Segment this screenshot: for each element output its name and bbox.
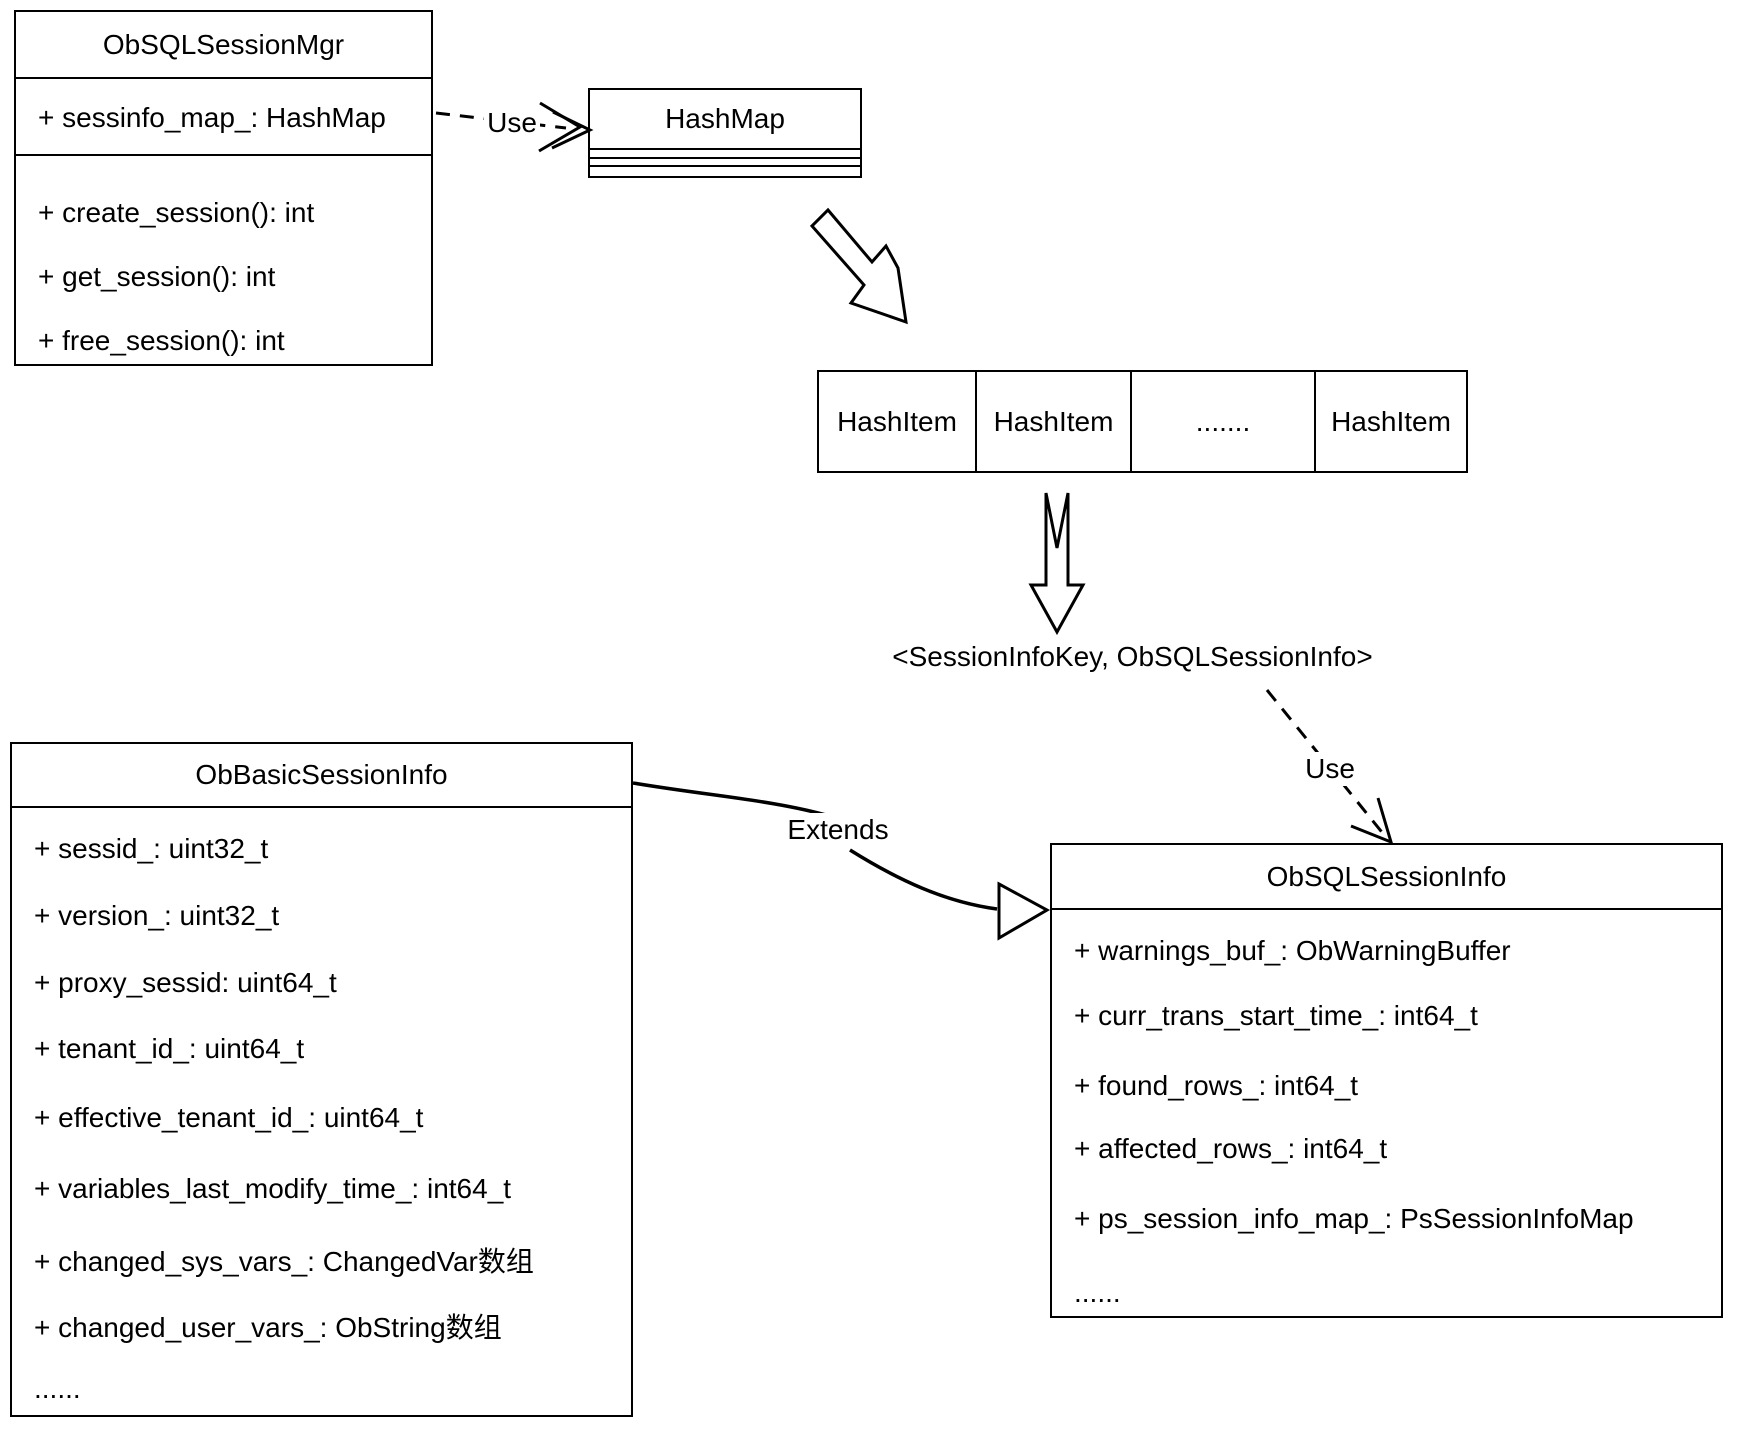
attribute-row: + sessinfo_map_: HashMap bbox=[38, 102, 386, 133]
attribute-ellipsis-row: ...... bbox=[34, 1373, 81, 1404]
attribute-row: + effective_tenant_id_: uint64_t bbox=[34, 1102, 424, 1133]
hashitem-ellipsis-cell: ....... bbox=[1130, 372, 1314, 471]
use-arrowhead-outer bbox=[538, 101, 583, 153]
class-title-obsqlsessionmgr: ObSQLSessionMgr bbox=[16, 12, 431, 79]
attributes-section-obbasicsessioninfo: + sessid_: uint32_t + version_: uint32_t… bbox=[12, 808, 631, 1413]
class-title-obsqlsessioninfo: ObSQLSessionInfo bbox=[1052, 845, 1721, 910]
attribute-row: + tenant_id_: uint64_t bbox=[34, 1033, 305, 1064]
method-row: + create_session(): int bbox=[38, 197, 315, 228]
extends-label: Extends bbox=[777, 813, 899, 847]
methods-section-obsqlsessionmgr: + create_session(): int + get_session():… bbox=[16, 156, 431, 364]
attribute-row: + warnings_buf_: ObWarningBuffer bbox=[1074, 935, 1511, 966]
session-key-value-text: <SessionInfoKey, ObSQLSessionInfo> bbox=[892, 641, 1373, 672]
extends-triangle-arrowhead bbox=[997, 881, 1051, 941]
class-box-obsqlsessionmgr: ObSQLSessionMgr + sessinfo_map_: HashMap… bbox=[14, 10, 433, 366]
attribute-row: + curr_trans_start_time_: int64_t bbox=[1074, 1000, 1478, 1031]
empty-methods-compartment bbox=[590, 159, 860, 167]
attribute-row: + variables_last_modify_time_: int64_t bbox=[34, 1173, 512, 1204]
hashitem-bucket-row: HashItem HashItem ....... HashItem bbox=[817, 370, 1468, 473]
attribute-row: + version_: uint32_t bbox=[34, 900, 280, 931]
attribute-ellipsis-row: ...... bbox=[1074, 1277, 1121, 1308]
attributes-section-obsqlsessionmgr: + sessinfo_map_: HashMap bbox=[16, 79, 431, 156]
hashitem-cell: HashItem bbox=[975, 372, 1130, 471]
use-label-key-sessioninfo: Use bbox=[1300, 752, 1360, 786]
attribute-row: + affected_rows_: int64_t bbox=[1074, 1133, 1388, 1164]
hashitem-cell: HashItem bbox=[1314, 372, 1466, 471]
attribute-row: + sessid_: uint32_t bbox=[34, 833, 269, 864]
extends-curve-1 bbox=[632, 781, 834, 819]
attribute-row: + changed_sys_vars_: ChangedVar数组 bbox=[34, 1246, 534, 1277]
class-box-obbasicsessioninfo: ObBasicSessionInfo + sessid_: uint32_t +… bbox=[10, 742, 633, 1417]
class-title-hashmap: HashMap bbox=[590, 90, 860, 150]
attribute-row: + changed_user_vars_: ObString数组 bbox=[34, 1312, 502, 1343]
attribute-row: + ps_session_info_map_: PsSessionInfoMap bbox=[1074, 1203, 1634, 1234]
use-arrowhead-inner bbox=[551, 110, 594, 150]
attribute-row: + found_rows_: int64_t bbox=[1074, 1070, 1359, 1101]
extends-curve-2 bbox=[849, 848, 998, 911]
attribute-row: + proxy_sessid: uint64_t bbox=[34, 967, 337, 998]
use-arrowhead-2 bbox=[1350, 797, 1394, 845]
use-label-mgr-hashmap: Use bbox=[484, 106, 540, 140]
hashmap-to-buckets-arrow bbox=[809, 207, 908, 325]
class-box-hashmap: HashMap bbox=[588, 88, 862, 178]
class-box-obsqlsessioninfo: ObSQLSessionInfo + warnings_buf_: ObWarn… bbox=[1050, 843, 1723, 1318]
hashitem-cell: HashItem bbox=[837, 405, 957, 437]
attributes-section-obsqlsessioninfo: + warnings_buf_: ObWarningBuffer + curr_… bbox=[1052, 910, 1721, 1314]
class-title-obbasicsessioninfo: ObBasicSessionInfo bbox=[12, 744, 631, 808]
buckets-to-keyvalue-arrow bbox=[1028, 492, 1086, 636]
method-row: + free_session(): int bbox=[38, 325, 285, 356]
empty-attributes-compartment bbox=[590, 150, 860, 159]
method-row: + get_session(): int bbox=[38, 261, 276, 292]
